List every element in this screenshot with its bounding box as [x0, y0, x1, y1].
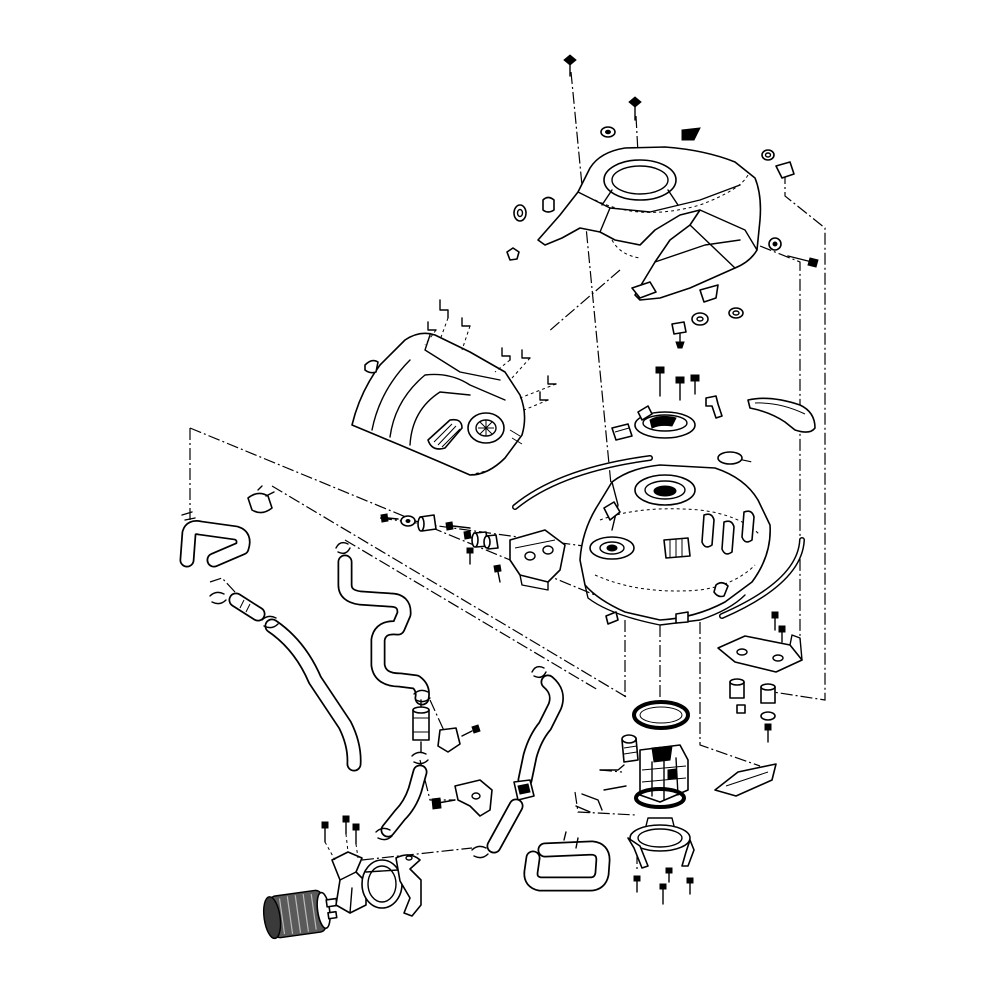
- canister-clamp-ring: [361, 859, 403, 909]
- side-cover-emblem: [467, 412, 505, 444]
- cover-side-bolt: [787, 255, 819, 268]
- cover-washer-bottom-1: [691, 312, 709, 326]
- cover-clip: [775, 161, 795, 179]
- tank-handle-loop: [523, 831, 611, 892]
- mount-bolt-2: [445, 521, 471, 531]
- cover-washer: [600, 126, 616, 138]
- rear-damper-1: [729, 678, 745, 699]
- filter-holder-clip: [437, 724, 481, 753]
- return-hose: [517, 674, 564, 788]
- cover-center-bolt: [628, 96, 642, 121]
- tank-seal-strip-left: [512, 455, 653, 510]
- canister-bracket-right: [395, 854, 422, 917]
- fuel-tank-fitting: [589, 536, 635, 560]
- cover-nut: [506, 247, 520, 261]
- return-hose-connector: [513, 779, 535, 801]
- rear-bracket: [717, 634, 803, 673]
- pump-plate-bolts: [633, 867, 694, 905]
- cover-washer-bottom-2: [728, 307, 744, 319]
- cover-grommet-left: [513, 204, 527, 222]
- drain-pipe-fitting: [228, 592, 266, 622]
- tank-mount-bracket: [509, 529, 566, 591]
- filler-gasket: [611, 423, 633, 441]
- fuel-tank-filler-neck: [634, 474, 696, 506]
- hose-bracket: [431, 779, 493, 817]
- cover-grommet-right: [761, 149, 775, 161]
- mount-bolt-5: [493, 564, 502, 583]
- rear-bracket-bolt-2: [778, 625, 786, 643]
- rear-washer: [760, 711, 776, 721]
- fuel-pump: [599, 744, 689, 809]
- mount-damper-3: [483, 534, 499, 550]
- vent-hose-lower: [380, 764, 428, 838]
- rear-bracket-bolt-3: [764, 723, 772, 743]
- mount-washer: [400, 515, 416, 527]
- mount-damper-1: [417, 514, 437, 532]
- fuel-tank-windows: [701, 510, 755, 598]
- cover-tab: [681, 127, 701, 141]
- mount-bolt-4: [466, 547, 474, 565]
- cover-bottom-clip: [671, 321, 687, 349]
- filler-cap-bolts: [655, 366, 700, 401]
- hose-clamps: [209, 541, 547, 859]
- mount-bolt-1: [380, 513, 399, 523]
- side-cover-grille: [427, 418, 463, 450]
- fuel-pump-filter: [621, 734, 639, 763]
- tank-cover: [537, 127, 795, 303]
- drain-hose-long: [264, 618, 362, 772]
- fuel-tank-vent-box: [663, 537, 691, 559]
- canister-bracket: [331, 851, 367, 914]
- overflow-hose-clamp: [247, 485, 275, 514]
- rear-damper-2: [760, 683, 776, 704]
- side-cover-knob: [364, 359, 379, 374]
- tank-seal-strip-right: [719, 537, 805, 619]
- canister-hose: [486, 798, 524, 854]
- breather-hose: [337, 554, 430, 706]
- tank-rubber-pad: [747, 397, 816, 433]
- tank-cushion: [717, 451, 743, 465]
- rear-collar: [736, 704, 746, 714]
- side-cover: [351, 332, 526, 476]
- rear-bracket-bolt-1: [771, 611, 779, 631]
- inline-fuel-filter: [412, 699, 430, 753]
- canister-bolts: [321, 815, 360, 861]
- pump-bracket-clip: [575, 793, 603, 813]
- mount-bolt-3: [463, 530, 472, 540]
- cover-top-bolt: [563, 54, 577, 77]
- pump-o-ring: [632, 700, 690, 730]
- cover-washer-right: [768, 237, 782, 251]
- cover-grommet-left-2: [542, 196, 555, 213]
- evap-canister: [262, 889, 338, 940]
- filler-cap-ring: [634, 405, 696, 439]
- side-cover-clips: [424, 299, 557, 445]
- overflow-pipe: [179, 511, 251, 568]
- lower-heat-plate: [714, 763, 777, 797]
- filler-key: [705, 395, 723, 419]
- pump-retainer-plate: [627, 817, 695, 869]
